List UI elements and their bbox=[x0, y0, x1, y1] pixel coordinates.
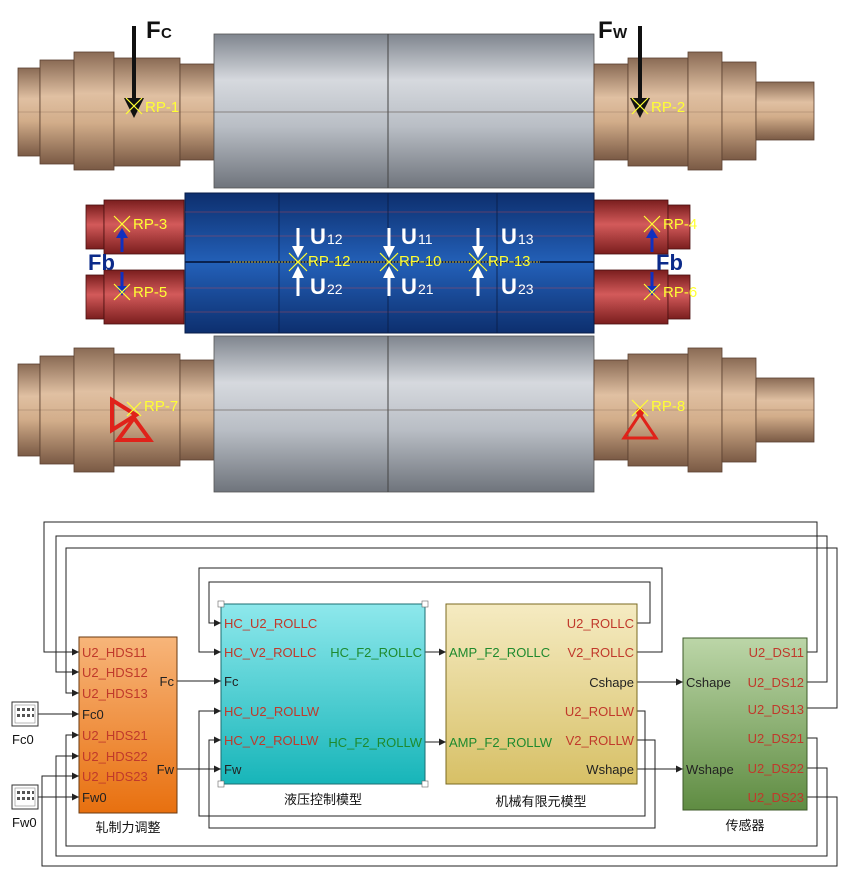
force-arrow-fc: F C bbox=[124, 17, 172, 118]
block-diagram: Fc0 Fw0 U2_HDS11 U2_HDS12 U2_HDS13 Fc0 U… bbox=[11, 521, 838, 867]
port-u2-rollw: U2_ROLLW bbox=[565, 704, 635, 719]
port-u2-hds22: U2_HDS22 bbox=[82, 749, 148, 764]
fc0-source-label: Fc0 bbox=[12, 732, 34, 747]
port-fw0: Fw0 bbox=[82, 790, 107, 805]
u13-sub: 13 bbox=[518, 231, 534, 247]
u13-label: U bbox=[501, 224, 517, 249]
fw0-source-label: Fw0 bbox=[12, 815, 37, 830]
fw-label-sub: W bbox=[613, 25, 628, 42]
caption-rolling-force: 轧制力调整 bbox=[95, 820, 160, 835]
port-hc-u2-rollw: HC_U2_ROLLW bbox=[224, 704, 320, 719]
port-u2-hds11: U2_HDS11 bbox=[82, 645, 147, 660]
u12-sub: 12 bbox=[327, 231, 343, 247]
port-hc-v2-rollw: HC_V2_ROLLW bbox=[224, 733, 319, 748]
port-cshape-out: Cshape bbox=[589, 675, 634, 690]
block-sensor[interactable]: Cshape Wshape U2_DS11 U2_DS12 U2_DS13 U2… bbox=[682, 637, 808, 833]
caption-hydraulic: 液压控制模型 bbox=[284, 792, 362, 807]
port-hc-f2-rollw: HC_F2_ROLLW bbox=[328, 735, 422, 750]
u23-sub: 23 bbox=[518, 281, 534, 297]
reference-point-labels: RP-1 RP-2 RP-3 RP-4 RP-5 RP-6 RP-7 RP-8 … bbox=[133, 99, 697, 415]
support-left bbox=[110, 396, 154, 442]
source-fw0[interactable]: Fw0 bbox=[11, 784, 39, 830]
lower-backup-roll bbox=[17, 335, 815, 493]
displacement-arrows bbox=[292, 228, 484, 296]
u11-label: U bbox=[401, 224, 417, 249]
port-u2-ds22: U2_DS22 bbox=[748, 761, 804, 776]
rp6-label: RP-6 bbox=[663, 284, 697, 301]
port-u2-ds12: U2_DS12 bbox=[748, 675, 804, 690]
rp5-label: RP-5 bbox=[133, 284, 167, 301]
port-fc0: Fc0 bbox=[82, 707, 104, 722]
displacement-labels: U 12 U 11 U 13 U 22 U 21 U 23 bbox=[310, 224, 534, 299]
block-rolling-force[interactable]: U2_HDS11 U2_HDS12 U2_HDS13 Fc0 U2_HDS21 … bbox=[78, 636, 178, 835]
caption-mechanical: 机械有限元模型 bbox=[495, 794, 586, 809]
port-u2-hds12: U2_HDS12 bbox=[82, 665, 148, 680]
u22-label: U bbox=[310, 274, 326, 299]
fw-label: F bbox=[598, 17, 613, 44]
port-fc-out: Fc bbox=[160, 674, 175, 689]
caption-sensor: 传感器 bbox=[725, 818, 764, 833]
block-mechanical-fe[interactable]: AMP_F2_ROLLC AMP_F2_ROLLW U2_ROLLC V2_RO… bbox=[445, 603, 638, 809]
port-v2-rollc: V2_ROLLC bbox=[568, 645, 634, 660]
fc-label-sub: C bbox=[161, 25, 172, 42]
port-u2-ds11: U2_DS11 bbox=[749, 645, 804, 660]
port-wshape-out: Wshape bbox=[586, 762, 634, 777]
port-hc-v2-rollc: HC_V2_ROLLC bbox=[224, 645, 317, 660]
rp8-label: RP-8 bbox=[651, 398, 685, 415]
u12-label: U bbox=[310, 224, 326, 249]
u11-sub: 11 bbox=[418, 231, 433, 247]
rp3-label: RP-3 bbox=[133, 216, 167, 233]
rp12-label: RP-12 bbox=[308, 253, 351, 270]
port-wshape-in: Wshape bbox=[686, 762, 734, 777]
fc-label: F bbox=[146, 17, 161, 44]
block-hydraulic-control[interactable]: HC_U2_ROLLC HC_V2_ROLLC Fc HC_U2_ROLLW H… bbox=[217, 600, 429, 807]
port-cshape-in: Cshape bbox=[686, 675, 731, 690]
support-right bbox=[621, 399, 659, 440]
rp10-label: RP-10 bbox=[399, 253, 442, 270]
rp7-label: RP-7 bbox=[144, 398, 178, 415]
u21-sub: 21 bbox=[418, 281, 434, 297]
port-v2-rollw: V2_ROLLW bbox=[566, 733, 635, 748]
port-u2-hds23: U2_HDS23 bbox=[82, 769, 148, 784]
port-amp-f2-rollw: AMP_F2_ROLLW bbox=[449, 735, 553, 750]
port-u2-ds13: U2_DS13 bbox=[748, 702, 804, 717]
u22-sub: 22 bbox=[327, 281, 343, 297]
port-u2-rollc: U2_ROLLC bbox=[567, 616, 634, 631]
force-arrow-fw: F W bbox=[598, 17, 650, 118]
upper-backup-roll bbox=[17, 33, 815, 189]
port-hc-u2-rollc: HC_U2_ROLLC bbox=[224, 616, 317, 631]
port-u2-hds13: U2_HDS13 bbox=[82, 686, 148, 701]
u23-label: U bbox=[501, 274, 517, 299]
roll-stack-figure: F C F W Fb Fb bbox=[17, 17, 815, 493]
u21-label: U bbox=[401, 274, 417, 299]
fb-left-label: Fb bbox=[88, 250, 115, 275]
port-fw-out: Fw bbox=[157, 762, 175, 777]
reference-points bbox=[113, 97, 661, 301]
port-u2-ds23: U2_DS23 bbox=[748, 790, 804, 805]
source-fc0[interactable]: Fc0 bbox=[11, 701, 39, 747]
rp13-label: RP-13 bbox=[488, 253, 531, 270]
port-amp-f2-rollc: AMP_F2_ROLLC bbox=[449, 645, 550, 660]
port-u2-hds21: U2_HDS21 bbox=[82, 728, 148, 743]
port-fw-in: Fw bbox=[224, 762, 242, 777]
rp2-label: RP-2 bbox=[651, 99, 685, 116]
port-u2-ds21: U2_DS21 bbox=[748, 731, 804, 746]
port-hc-f2-rollc: HC_F2_ROLLC bbox=[330, 645, 422, 660]
signal-wires bbox=[38, 521, 838, 867]
rp1-label: RP-1 bbox=[145, 99, 179, 116]
port-fc-in: Fc bbox=[224, 674, 239, 689]
fb-right-label: Fb bbox=[656, 250, 683, 275]
rp4-label: RP-4 bbox=[663, 216, 697, 233]
